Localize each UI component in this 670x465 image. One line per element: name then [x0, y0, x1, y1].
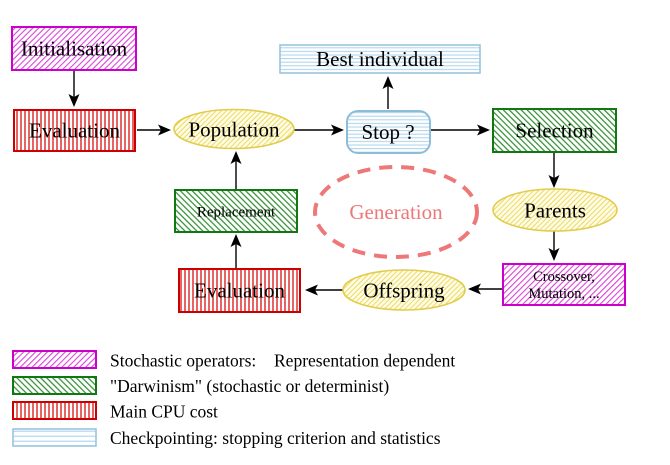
selection-box — [492, 108, 617, 153]
node-evaluation-bottom: Evaluation — [178, 268, 301, 313]
legend-label-representation-dependent: Representation dependent — [274, 351, 455, 371]
best-individual-box — [279, 44, 481, 74]
initialisation-box — [11, 26, 137, 71]
legend-label-main-cpu-cost: Main CPU cost — [110, 402, 218, 422]
legend-label-checkpointing: Checkpointing: stopping criterion and st… — [110, 428, 441, 448]
evaluation-bottom-box — [178, 268, 301, 313]
legend-label-stochastic-operators: Stochastic operators: — [110, 351, 256, 371]
node-parents: Parents — [492, 188, 618, 232]
legend-item-darwinism: "Darwinism" (stochastic or determinist) — [12, 376, 389, 396]
generation-label: Generation — [349, 200, 443, 224]
legend-swatch-red-stripes — [12, 401, 97, 420]
best-individual-label: Best individual — [316, 47, 444, 71]
legend-item-main-cpu-cost: Main CPU cost — [12, 401, 218, 422]
initialisation-label: Initialisation — [21, 37, 128, 61]
node-replacement: Replacement — [174, 189, 298, 233]
legend-item-checkpointing: Checkpointing: stopping criterion and st… — [12, 428, 441, 448]
offspring-label: Offspring — [363, 279, 445, 303]
parents-ellipse — [492, 188, 618, 232]
population-label: Population — [188, 118, 280, 142]
legend-label-darwinism: "Darwinism" (stochastic or determinist) — [110, 376, 389, 396]
node-generation: Generation — [313, 165, 479, 259]
stop-label: Stop ? — [361, 120, 414, 144]
stop-box — [346, 110, 431, 154]
node-evaluation-top: Evaluation — [13, 109, 136, 152]
evaluation-bottom-label: Evaluation — [194, 279, 285, 303]
evaluation-top-label: Evaluation — [29, 119, 120, 143]
node-crossover-mutation: Crossover, Mutation, ... — [502, 263, 626, 306]
crossover-label-line1: Crossover, — [533, 269, 595, 285]
legend: Stochastic operators: Representation dep… — [12, 350, 455, 448]
generation-dashed-ellipse — [313, 165, 479, 259]
node-best-individual: Best individual — [279, 44, 481, 74]
offspring-ellipse — [342, 269, 466, 311]
crossover-label-line2: Mutation, ... — [528, 286, 599, 302]
legend-swatch-green-hatch — [12, 376, 97, 395]
legend-item-stochastic-operators: Stochastic operators: Representation dep… — [12, 350, 455, 371]
evaluation-top-box — [13, 109, 136, 152]
node-offspring: Offspring — [342, 269, 466, 311]
node-stop: Stop ? — [346, 110, 431, 154]
population-ellipse — [173, 108, 295, 150]
node-initialisation: Initialisation — [11, 26, 137, 71]
flow-arrows — [68, 71, 560, 296]
node-population: Population — [173, 108, 295, 150]
replacement-label: Replacement — [197, 205, 276, 221]
legend-swatch-cyan-lines — [12, 428, 97, 447]
replacement-box — [174, 189, 298, 233]
node-selection: Selection — [492, 108, 617, 153]
legend-swatch-magenta-hatch — [12, 350, 97, 369]
crossover-mutation-box — [502, 263, 626, 306]
parents-label: Parents — [524, 199, 586, 223]
selection-label: Selection — [515, 119, 594, 143]
